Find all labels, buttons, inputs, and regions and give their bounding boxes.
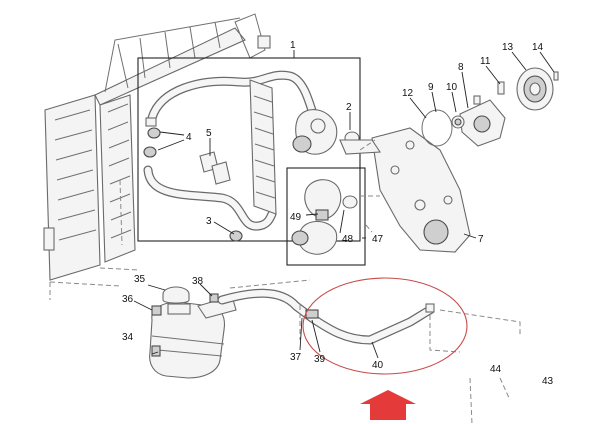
radiator-core [249, 79, 277, 215]
callout-11: 11 [480, 56, 491, 67]
callout-4: 4 [186, 132, 192, 143]
tank-mount-36 [151, 305, 162, 316]
engine-front-cover [339, 127, 471, 253]
callout-35: 35 [134, 274, 146, 285]
coolant-expansion-tank [149, 295, 237, 379]
water-pump [451, 95, 506, 147]
callout-49: 49 [290, 212, 302, 223]
callout-37: 37 [290, 352, 302, 363]
callout-39: 39 [314, 354, 326, 365]
callout-38: 38 [192, 276, 204, 287]
callout-44: 44 [490, 364, 502, 375]
upper-radiator-hose [147, 70, 323, 135]
callout-36: 36 [122, 294, 134, 305]
callout-labels: 1 2 3 4 5 7 8 9 10 11 12 13 14 34 35 36 … [122, 40, 554, 387]
water-pump-pulley [516, 67, 559, 111]
callout-9: 9 [428, 82, 434, 93]
callout-3: 3 [206, 216, 212, 227]
callout-5: 5 [206, 128, 212, 139]
callout-47: 47 [372, 234, 384, 245]
callout-34: 34 [122, 332, 134, 343]
water-pump-gasket [421, 109, 453, 147]
thermostat-housing [292, 109, 338, 155]
hose-clamp-4 [143, 117, 161, 158]
callout-48: 48 [342, 234, 354, 245]
leader-lines [133, 50, 555, 359]
thermostat-group-box [286, 167, 366, 266]
callout-14: 14 [532, 42, 544, 53]
thermostat-outlet [291, 179, 358, 255]
red-pointer-arrow [360, 390, 416, 420]
callout-43: 43 [542, 376, 554, 387]
callout-2: 2 [346, 102, 352, 113]
callout-10: 10 [446, 82, 458, 93]
guide-dashes-upper [359, 139, 380, 233]
radiator-frame [43, 13, 271, 300]
lower-radiator-hose [143, 165, 277, 231]
callout-13: 13 [502, 42, 514, 53]
hose-clamp-5 [199, 151, 231, 185]
highlight-ellipse [302, 277, 468, 375]
callout-7: 7 [478, 234, 484, 245]
water-pump-bolt-11 [497, 81, 505, 95]
guide-dashes-lower [49, 279, 521, 424]
overflow-hose [217, 288, 435, 345]
callout-8: 8 [458, 62, 464, 73]
expansion-tank-cap [162, 286, 190, 304]
callout-12: 12 [402, 88, 414, 99]
callout-40: 40 [372, 360, 384, 371]
callout-1: 1 [290, 40, 296, 51]
